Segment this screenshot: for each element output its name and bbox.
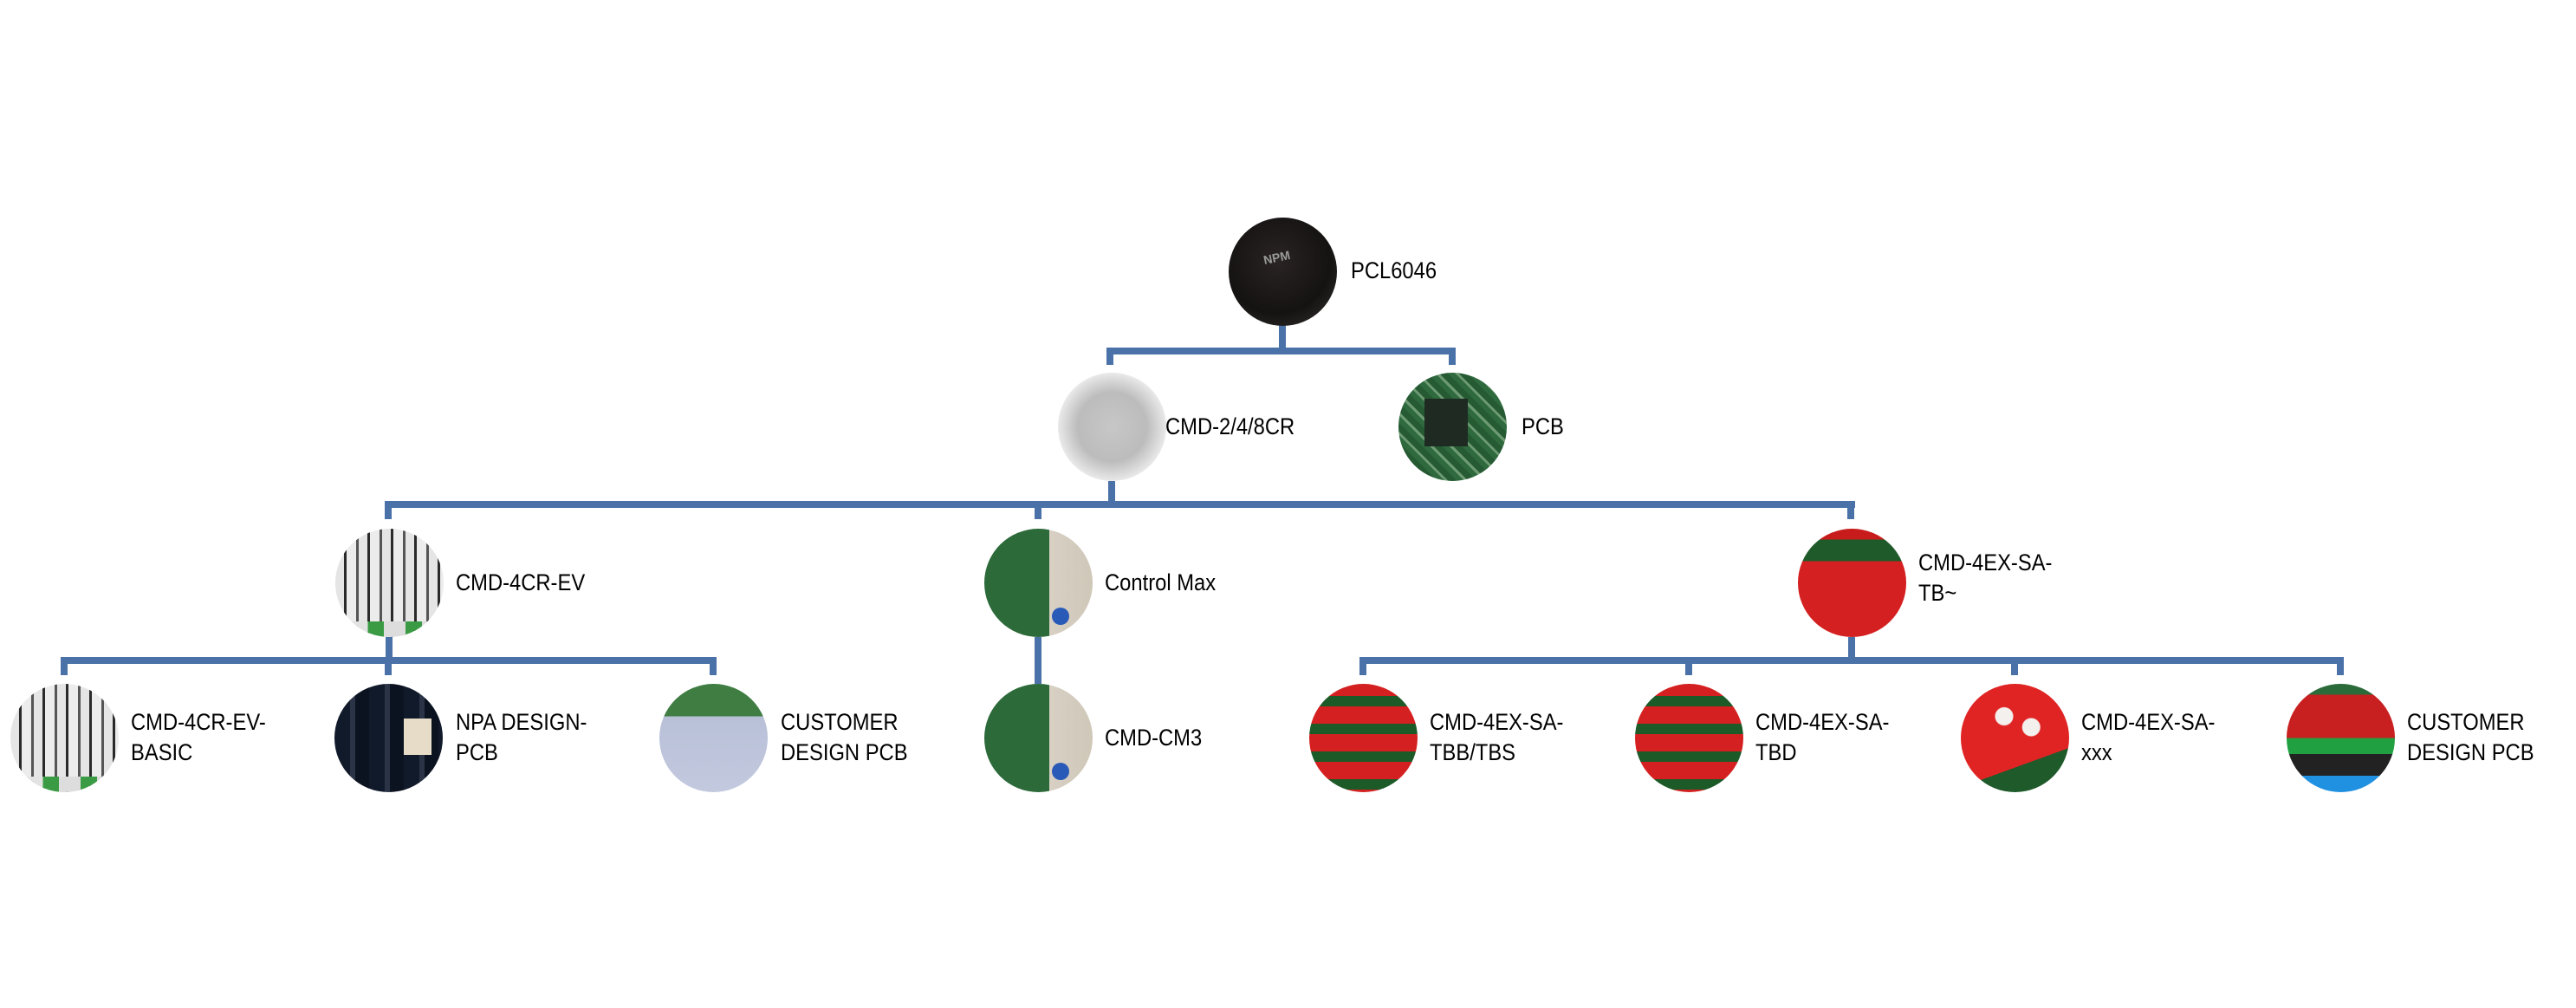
connector-line [385,501,1855,508]
connector-line [385,657,392,675]
connector-line [1359,657,1366,675]
connector-line [1108,481,1115,507]
node-label-cmd-4ex-sa-tb-line1: CMD-4EX-SA- [1918,550,2053,576]
connector-line [1685,657,1692,675]
node-label-cmd-4ex-sa-tb-line2: TB~ [1918,580,1957,606]
dark-board-icon [334,684,443,792]
connector-line [1449,348,1456,365]
node-label-tbb-line2: TBB/TBS [1430,739,1516,765]
node-label-cmd-4cr-ev: CMD-4CR-EV [456,569,586,595]
white-board-icon [335,529,444,637]
red-board-icon [1309,684,1418,792]
node-label-tbb-line1: CMD-4EX-SA- [1430,709,1564,735]
red-board-icon [1961,684,2069,792]
connector-line [710,657,717,675]
connector-line [1848,637,1855,661]
node-label-customer1-line2: DESIGN PCB [781,739,908,765]
node-label-tbd-line1: CMD-4EX-SA- [1755,709,1890,735]
pcb-board-icon [1398,373,1507,481]
node-label-customer2-line2: DESIGN PCB [2407,739,2534,765]
connector-line [1847,501,1854,519]
node-label-basic-line1: CMD-4CR-EV- [131,709,266,735]
green-board-icon [984,684,1093,792]
node-label-control-max: Control Max [1105,569,1217,595]
red-board-icon [1635,684,1743,792]
connector-line [61,657,68,675]
custom-board-icon [659,684,768,792]
connector-line [1106,348,1456,354]
node-label-cmd-2-4-8cr: CMD-2/4/8CR [1165,413,1295,439]
red-board-icon [1798,529,1906,637]
connector-line [1035,637,1041,684]
node-label-xxx-line2: xxx [2081,739,2112,765]
connector-line [1035,501,1041,519]
node-label-npa-line2: PCB [456,739,498,765]
connector-line [2011,657,2018,675]
connector-line [1279,323,1286,353]
connector-line [386,637,393,661]
node-label-cmd-cm3: CMD-CM3 [1105,725,1203,751]
node-label-pcl6046: PCL6046 [1351,257,1437,283]
node-label-tbd-line2: TBD [1755,739,1797,765]
green-board-icon [984,529,1093,637]
connector-line [385,501,392,519]
connector-line [1106,348,1113,365]
node-label-customer1-line1: CUSTOMER [781,709,899,735]
node-label-xxx-line1: CMD-4EX-SA- [2081,709,2216,735]
node-label-npa-line1: NPA DESIGN- [456,709,587,735]
node-label-basic-line2: BASIC [131,739,193,765]
red-custom-board-icon [2287,684,2395,792]
module-icon [1058,373,1166,481]
connector-line [1359,657,2344,664]
connector-line [2337,657,2344,675]
node-label-pcb: PCB [1522,413,1564,439]
ic-chip-icon [1229,218,1337,326]
node-label-customer2-line1: CUSTOMER [2407,709,2525,735]
white-board-icon [10,684,119,792]
